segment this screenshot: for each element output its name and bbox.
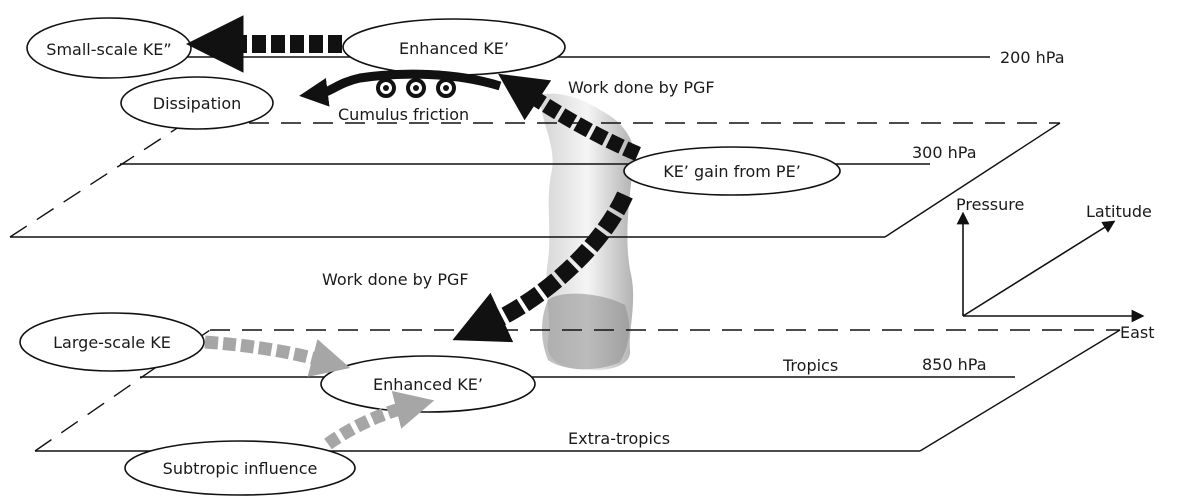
- label-subtropic: Subtropic influence: [163, 459, 318, 478]
- bubble-large-scale-ke: [19, 312, 205, 372]
- label-tropics: Tropics: [782, 356, 838, 375]
- cumulus-friction-arrow: [299, 69, 502, 107]
- label-850hpa: 850 hPa: [922, 355, 987, 374]
- arrow-kegain-to-enhanced-lower: [452, 191, 633, 343]
- arrow-large-to-enhanced: [204, 335, 351, 377]
- label-large-scale-ke: Large-scale KE: [53, 333, 171, 352]
- plane-300: [9, 122, 1061, 238]
- bubble-ke-gain: [623, 146, 841, 196]
- label-work-pgf-lower: Work done by PGF: [322, 270, 469, 289]
- label-latitude: Latitude: [1086, 202, 1152, 221]
- label-extratropics: Extra-tropics: [568, 429, 670, 448]
- arrow-kegain-to-enhanced-upper: [498, 73, 641, 161]
- label-enhanced-ke-upper: Enhanced KE’: [399, 39, 509, 58]
- label-work-pgf-upper: Work done by PGF: [568, 78, 715, 97]
- axes-icon: [956, 211, 1145, 323]
- label-300hpa: 300 hPa: [912, 143, 977, 162]
- label-cumulus-friction: Cumulus friction: [338, 105, 469, 124]
- label-east: East: [1120, 323, 1155, 342]
- label-enhanced-ke-lower: Enhanced KE’: [373, 375, 483, 394]
- label-ke-gain: KE’ gain from PE’: [663, 162, 801, 181]
- cloud-column: [540, 93, 635, 371]
- label-dissipation: Dissipation: [153, 94, 242, 113]
- arrow-subtropic-to-enhanced: [324, 390, 435, 450]
- label-200hpa: 200 hPa: [1000, 48, 1065, 67]
- label-small-scale-ke: Small-scale KE”: [46, 40, 171, 59]
- label-pressure: Pressure: [956, 195, 1024, 214]
- bubble-dissipation: [120, 76, 274, 130]
- bubble-subtropic: [124, 440, 356, 496]
